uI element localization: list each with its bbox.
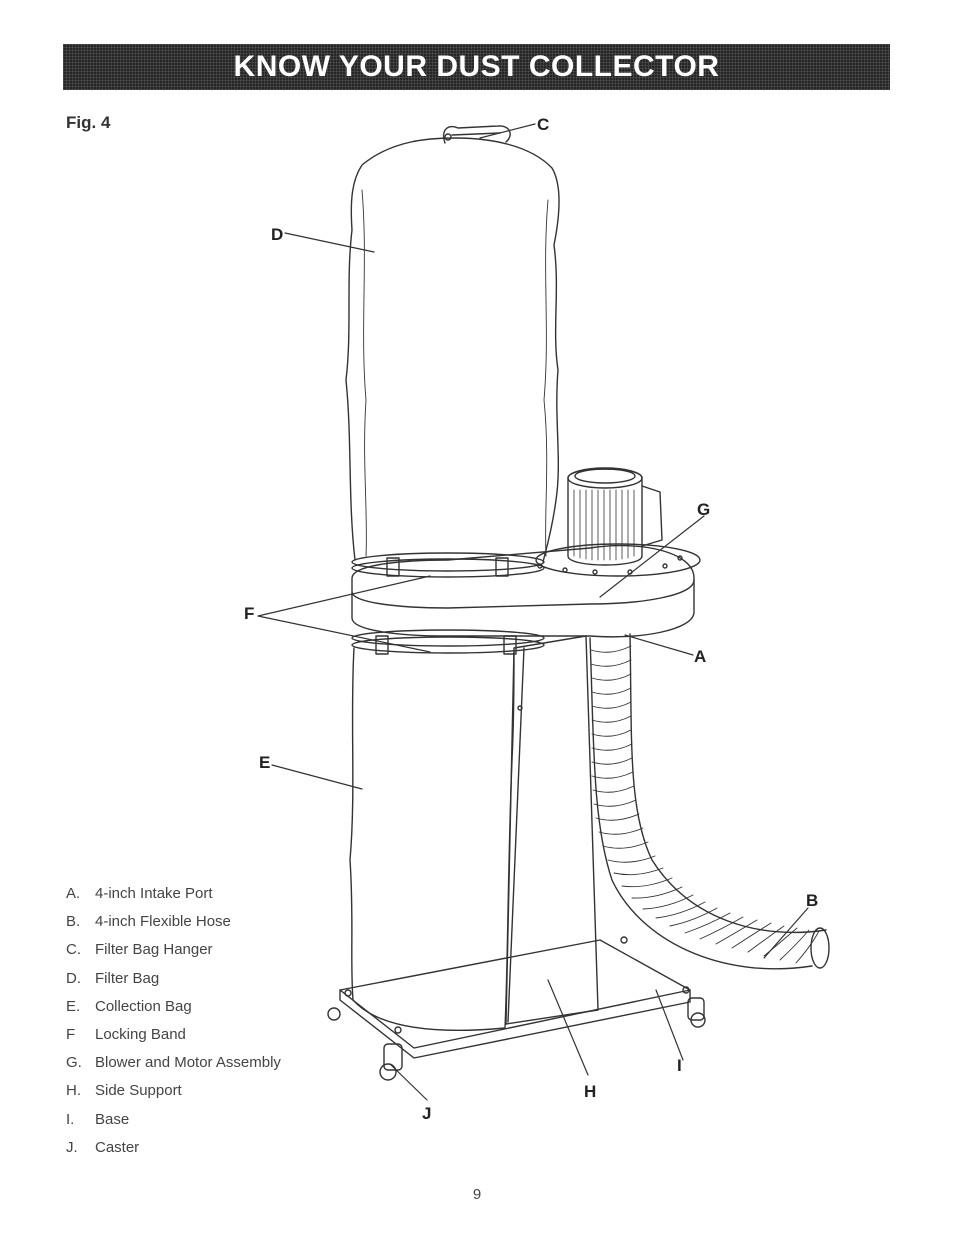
page-number: 9 xyxy=(472,1186,482,1203)
legend-item: I.Base xyxy=(66,1110,130,1128)
callout-b: B xyxy=(806,891,818,910)
callout-e: E xyxy=(259,753,270,772)
callout-g: G xyxy=(697,500,710,519)
caster-left xyxy=(327,1007,341,1021)
callout-c: C xyxy=(537,115,549,134)
side-support xyxy=(505,635,599,1025)
filter-bag-hanger xyxy=(443,125,511,144)
motor xyxy=(567,467,663,566)
section-title: KNOW YOUR DUST COLLECTOR xyxy=(233,50,720,83)
legend-item: E.Collection Bag xyxy=(66,997,192,1015)
upper-locking-band xyxy=(351,552,545,578)
caster-front xyxy=(379,1043,403,1081)
callout-i: I xyxy=(677,1056,682,1075)
caster-rear xyxy=(687,997,706,1028)
leader-lines xyxy=(257,123,809,1101)
callout-a: A xyxy=(694,647,706,666)
legend-item: H.Side Support xyxy=(66,1082,182,1100)
legend-item: B.4-inch Flexible Hose xyxy=(66,913,231,931)
filter-bag-fold xyxy=(361,189,367,557)
base xyxy=(339,936,691,1059)
legend-item: G.Blower and Motor Assembly xyxy=(66,1054,281,1072)
figure-label: Fig. 4 xyxy=(66,113,111,132)
filter-bag xyxy=(345,137,560,563)
filter-bag-fold xyxy=(543,199,549,557)
blower-housing xyxy=(351,543,701,638)
legend-item: A.4-inch Intake Port xyxy=(66,885,213,902)
callout-d: D xyxy=(271,225,283,244)
parts-legend: A.4-inch Intake Port B.4-inch Flexible H… xyxy=(66,883,281,1165)
flexible-hose xyxy=(589,633,830,970)
legend-item: C.Filter Bag Hanger xyxy=(66,941,213,959)
legend-item: D.Filter Bag xyxy=(66,969,160,987)
lower-locking-band xyxy=(351,629,545,655)
callout-f: F xyxy=(244,604,254,623)
legend-item: J.Caster xyxy=(66,1138,140,1156)
section-banner: KNOW YOUR DUST COLLECTOR xyxy=(63,44,890,90)
callout-h: H xyxy=(584,1082,596,1101)
callout-j: J xyxy=(422,1104,431,1123)
